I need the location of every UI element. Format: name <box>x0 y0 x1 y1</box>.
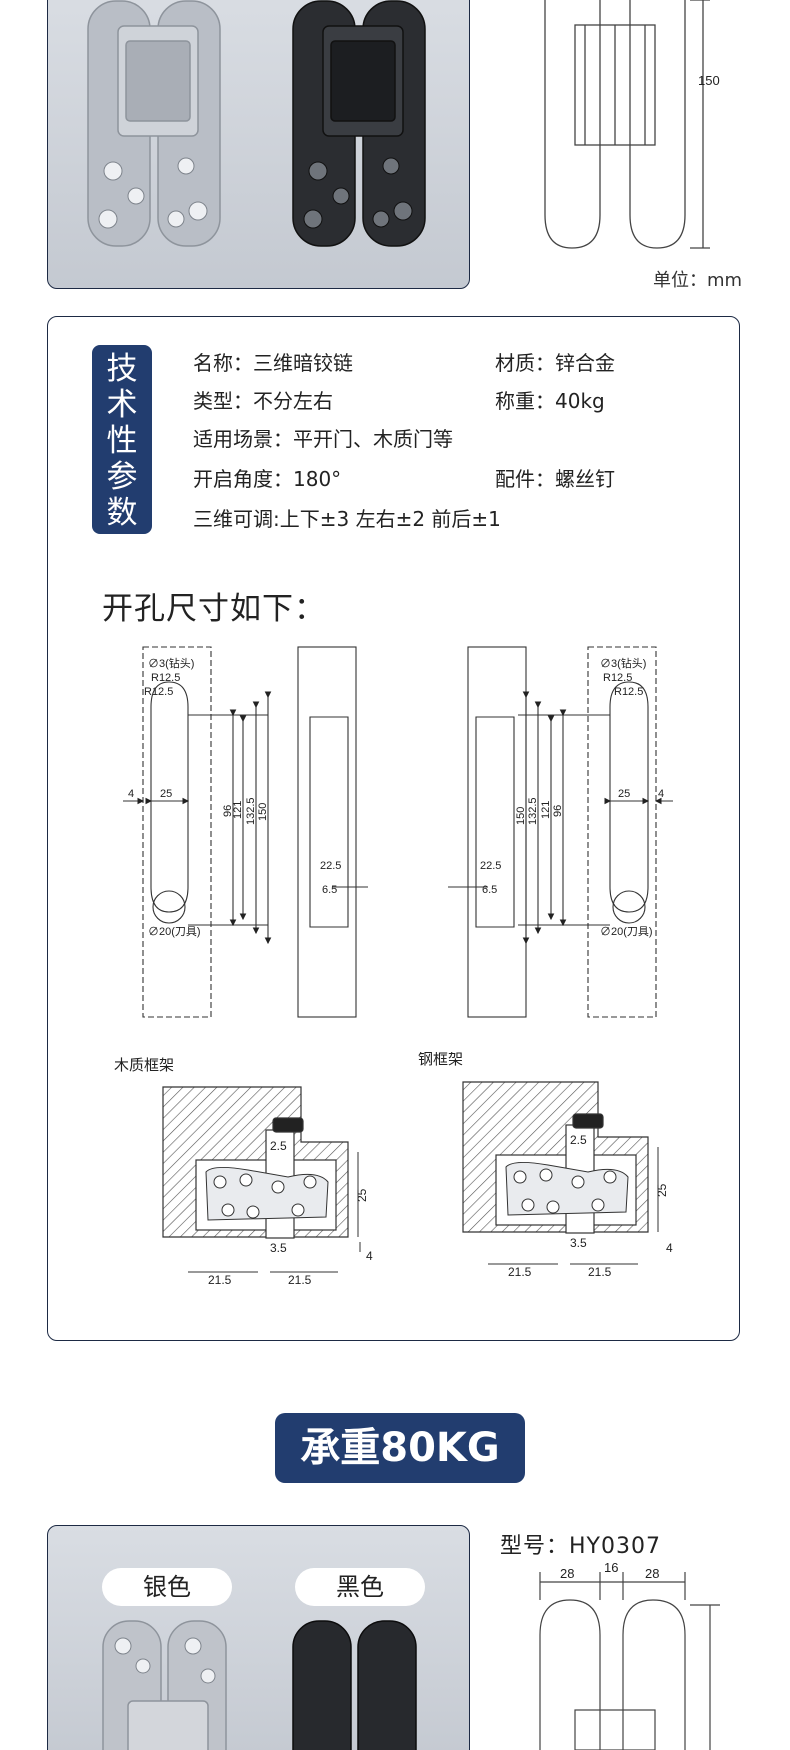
dim-1325-right: 132.5 <box>527 797 539 825</box>
hinge-photo-illustration <box>87 0 426 247</box>
badge-char: 术 <box>106 387 138 423</box>
cutter-label-left: ∅20(刀具) <box>148 925 201 938</box>
top-dimension-drawing: 150 <box>544 0 720 249</box>
spec-material: 材质：锌合金 <box>495 351 615 375</box>
dim-65-left: 6.5 <box>322 884 337 896</box>
wood-dim-215-right: 21.5 <box>288 1273 312 1287</box>
bottom-dim-28-right: 28 <box>645 1566 659 1581</box>
wood-frame-label: 木质框架 <box>114 1057 174 1074</box>
steel-dim-25: 2.5 <box>570 1133 587 1147</box>
dim-4-left: 4 <box>128 788 134 800</box>
spec-adjust: 三维可调:上下±3 左右±2 前后±1 <box>193 507 501 531</box>
wood-dim-25h: 25 <box>355 1188 369 1202</box>
spec-angle: 开启角度：180° <box>193 467 342 491</box>
dim-121-left: 121 <box>232 801 244 819</box>
cutter-label-right: ∅20(刀具) <box>600 925 653 938</box>
hinge-photo-bottom: 银色 黑色 <box>47 1525 470 1750</box>
dim-65-right: 6.5 <box>482 884 497 896</box>
r-label-2: R12.5 <box>144 686 173 698</box>
spec-name: 名称：三维暗铰链 <box>193 351 353 375</box>
dim-225-left: 22.5 <box>320 860 341 872</box>
r-label-4: R12.5 <box>614 686 643 698</box>
wood-dim-35: 3.5 <box>270 1241 287 1255</box>
badge-char: 性 <box>106 423 138 459</box>
r-label-3: R12.5 <box>603 672 632 684</box>
unit-label: 单位：mm <box>653 270 743 291</box>
dim-150-right: 150 <box>515 807 527 825</box>
spec-type: 类型：不分左右 <box>193 389 333 413</box>
wood-dim-215-left: 21.5 <box>208 1273 232 1287</box>
hole-dimension-drawing: ∅3(钻头) R12.5 R12.5 4 25 96 121 132.5 150… <box>123 646 673 1018</box>
r-label-1: R12.5 <box>151 672 180 684</box>
bottom-dim-28-left: 28 <box>560 1566 574 1581</box>
badge-char: 数 <box>106 495 138 531</box>
dim-4-right: 4 <box>658 788 664 800</box>
hole-size-title: 开孔尺寸如下： <box>102 591 326 627</box>
spec-badge: 技 术 性 参 数 <box>92 345 152 534</box>
dim-1325-left: 132.5 <box>245 797 257 825</box>
steel-dim-4: 4 <box>666 1241 673 1255</box>
steel-dim-215-right: 21.5 <box>588 1265 612 1279</box>
dim-121-right: 121 <box>540 801 552 819</box>
dim-96-left: 96 <box>222 805 234 817</box>
dim-25-right: 25 <box>618 788 630 800</box>
steel-dim-215-left: 21.5 <box>508 1265 532 1279</box>
badge-char: 技 <box>106 351 138 387</box>
dim-96-right: 96 <box>552 805 564 817</box>
black-color-tag: 黑色 <box>295 1568 425 1606</box>
load-banner: 承重80KG <box>275 1413 525 1483</box>
spec-parts: 配件：螺丝钉 <box>495 467 615 491</box>
bottom-dim-16: 16 <box>604 1560 618 1575</box>
spec-panel: 技 术 性 参 数 名称：三维暗铰链 材质：锌合金 类型：不分左右 称重：40k… <box>47 316 740 1341</box>
dim-25-left: 25 <box>160 788 172 800</box>
spec-scene: 适用场景：平开门、木质门等 <box>193 427 453 451</box>
top-dim-150: 150 <box>698 73 720 88</box>
hinge-photo-top <box>47 0 470 289</box>
dim-150-left: 150 <box>257 803 269 821</box>
wood-dim-25: 2.5 <box>270 1139 287 1153</box>
hinge-photo-bottom-illustration <box>102 1620 417 1750</box>
steel-dim-25h: 25 <box>655 1183 669 1197</box>
wood-dim-4: 4 <box>366 1249 373 1263</box>
model-number: 型号：HY0307 <box>500 1534 661 1559</box>
bottom-dimension-drawing: 28 16 28 <box>539 1560 720 1750</box>
badge-char: 参 <box>106 459 138 495</box>
frame-section-drawing: 木质框架 钢框架 <box>114 1052 673 1287</box>
spec-load: 称重：40kg <box>495 389 605 413</box>
drill-label-right: ∅3(钻头) <box>600 656 646 670</box>
silver-color-tag: 银色 <box>102 1568 232 1606</box>
steel-frame-label: 钢框架 <box>418 1052 463 1068</box>
dim-225-right: 22.5 <box>480 860 501 872</box>
drill-label-left: ∅3(钻头) <box>148 656 194 670</box>
steel-dim-35: 3.5 <box>570 1236 587 1250</box>
